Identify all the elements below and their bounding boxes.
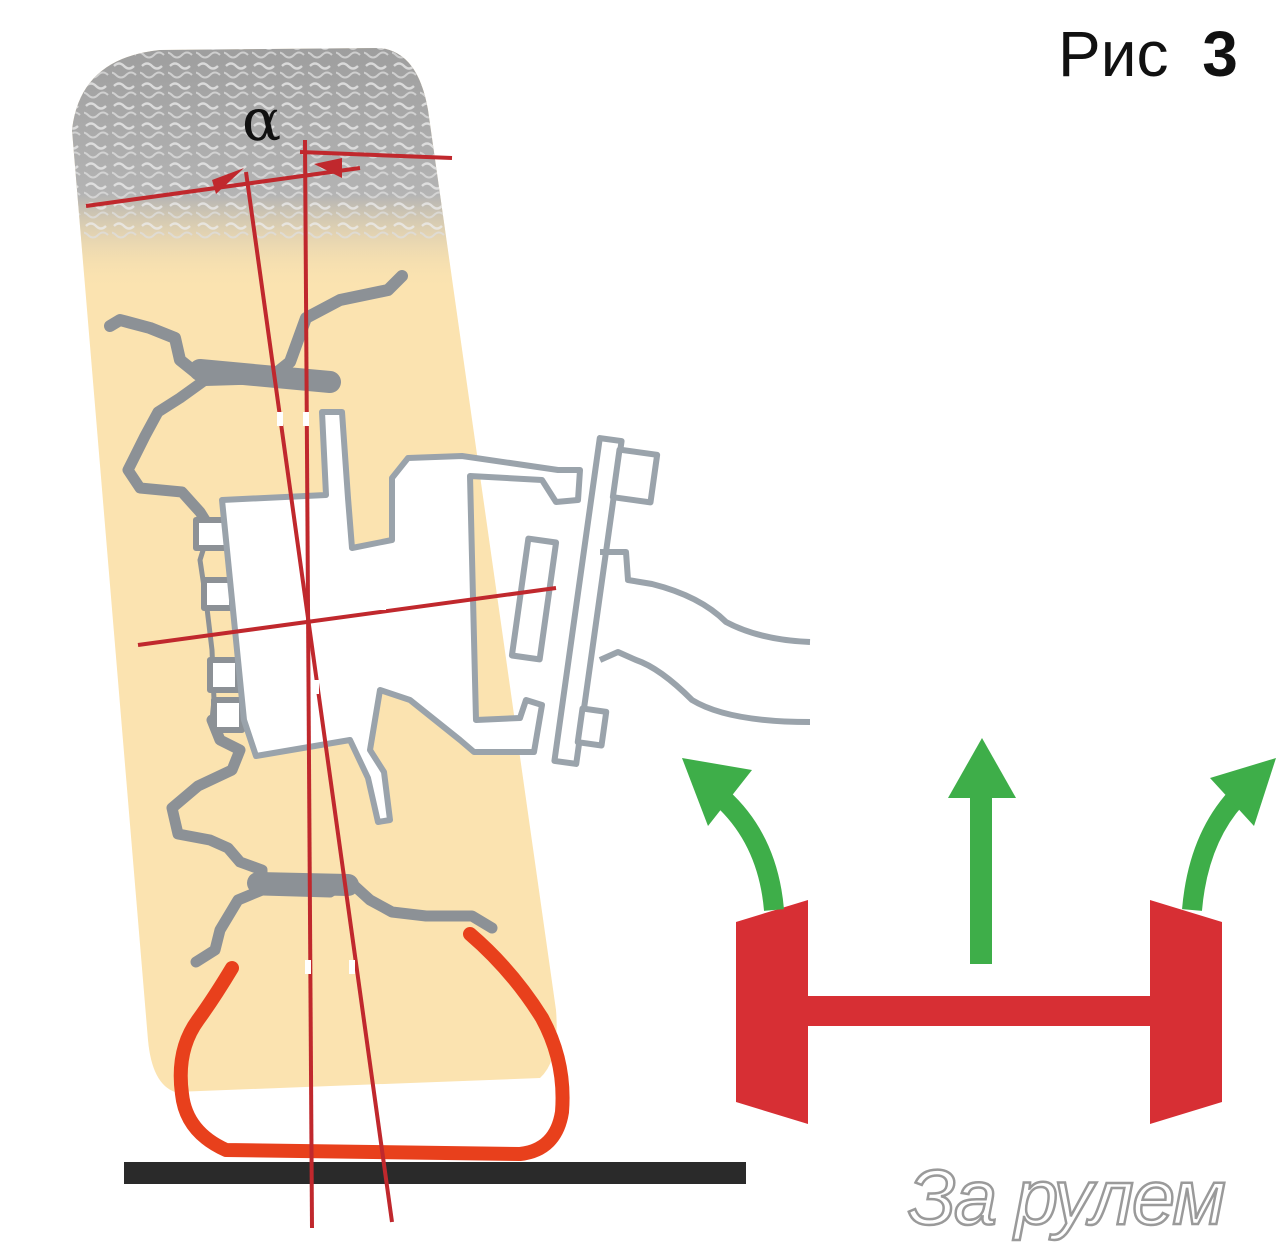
wheel-axis-line	[244, 171, 394, 1223]
tire-tread	[72, 48, 480, 290]
left-curve-arrow-head	[682, 758, 752, 826]
watermark-logo: За рулем	[908, 1153, 1224, 1241]
direction-arrows	[682, 738, 1276, 964]
straight-arrow-shaft	[970, 790, 992, 964]
caliper-upper	[609, 446, 661, 506]
straight-arrow-head	[948, 738, 1016, 798]
right-curve-arrow-head	[1210, 758, 1276, 826]
axle-top-view	[736, 900, 1222, 1124]
ground-line	[124, 1162, 746, 1184]
angle-arrow-left	[212, 168, 244, 194]
figure-label-text: Рис	[1058, 18, 1168, 90]
vertical-axis-line	[303, 139, 314, 1229]
angle-alpha-label: α	[242, 86, 281, 154]
axle-beam	[796, 996, 1158, 1026]
caliper-lower	[574, 705, 610, 749]
left-wheel-block	[736, 900, 808, 1124]
left-curve-arrow-shaft	[715, 790, 784, 911]
camber-axes	[85, 139, 557, 1229]
hub-axis-line	[137, 586, 557, 647]
right-wheel-block	[1150, 900, 1222, 1124]
top-measure-line	[299, 150, 453, 160]
figure-label: Рис 3	[1058, 18, 1238, 90]
tire-section-outline	[173, 927, 570, 1161]
caliper-left	[508, 535, 560, 663]
hub-and-suspension	[219, 409, 811, 825]
right-curve-arrow-shaft	[1182, 791, 1244, 911]
figure-number: 3	[1202, 18, 1238, 90]
hub-knuckle	[219, 409, 583, 825]
brake-disc	[551, 435, 625, 767]
axis-dash-marks	[277, 412, 386, 974]
drive-shaft	[598, 549, 811, 725]
angle-arrow-right	[314, 158, 342, 178]
